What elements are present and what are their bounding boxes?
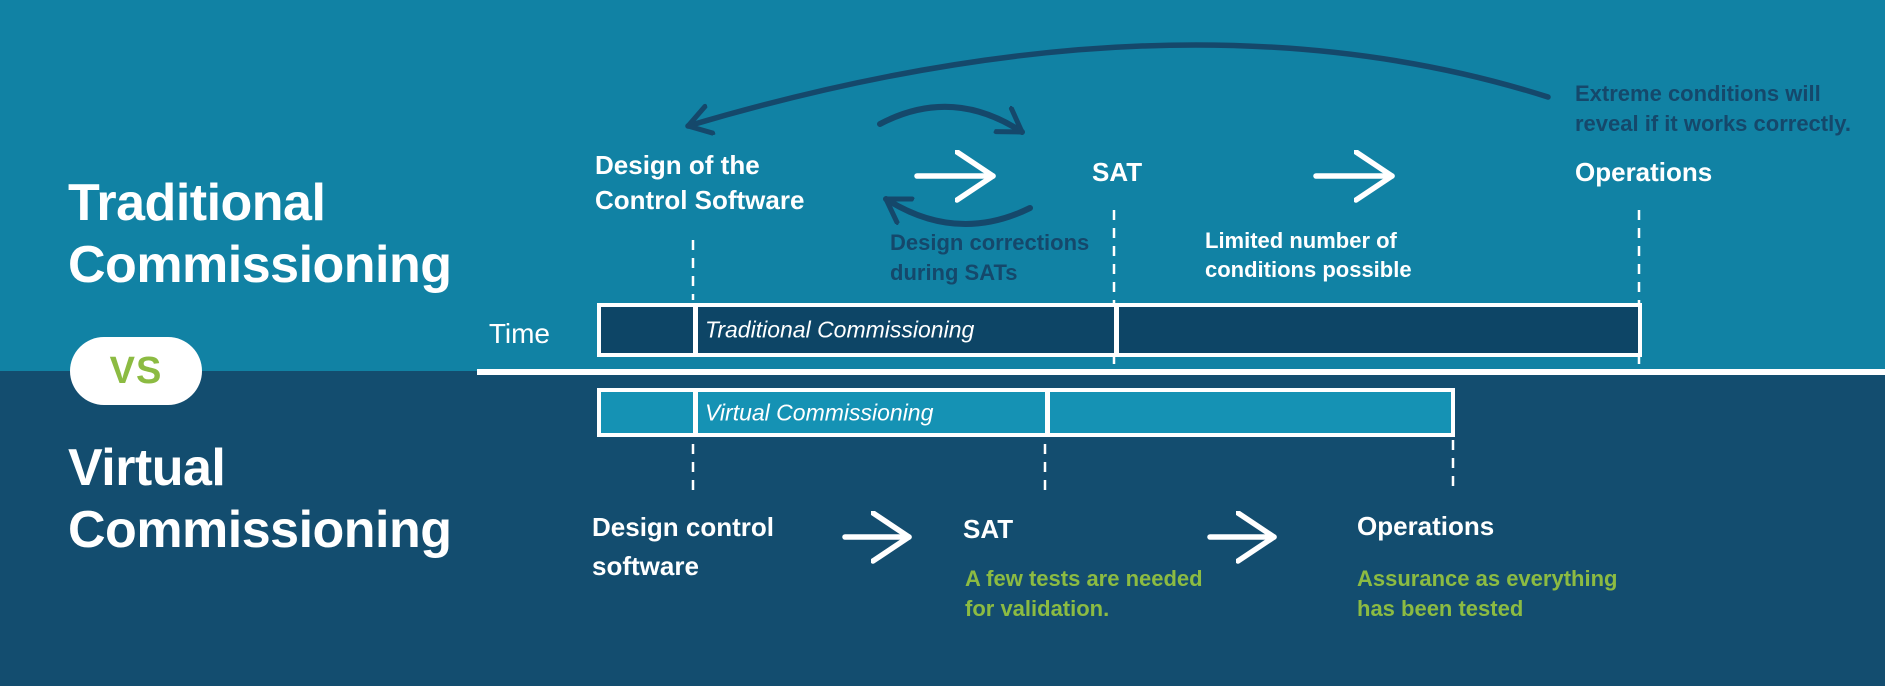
- stage-design-control-software-top: Design of the Control Software: [595, 148, 804, 218]
- stage-design-control-software-bottom: Design control software: [592, 508, 774, 586]
- virtual-bar-label: Virtual Commissioning: [705, 399, 934, 425]
- virtual-timeline-bar: Virtual Commissioning: [597, 388, 1455, 437]
- note-limited-line1: Limited number of: [1205, 228, 1397, 253]
- note-limited-conditions: Limited number of conditions possible: [1205, 226, 1412, 284]
- note-assurance-line2: has been tested: [1357, 596, 1524, 621]
- vs-badge: VS: [70, 337, 202, 405]
- note-assurance: Assurance as everything has been tested: [1357, 564, 1617, 624]
- traditional-bar-divider-sat: [1114, 307, 1119, 353]
- timeline-axis-line: [477, 369, 1885, 375]
- virtual-title-line2: Commissioning: [68, 501, 452, 559]
- note-few-tests-line1: A few tests are needed: [965, 566, 1203, 591]
- stage-design-top-line2: Control Software: [595, 185, 805, 215]
- dashed-connector-lines-bottom: [691, 440, 1455, 497]
- flow-arrows: [842, 176, 1395, 537]
- stage-operations-bottom: Operations: [1357, 511, 1495, 541]
- traditional-timeline-bar: Traditional Commissioning: [597, 303, 1642, 357]
- virtual-commissioning-title: Virtual Commissioning: [68, 437, 452, 561]
- virtual-bar-divider-design: [693, 392, 698, 433]
- note-extreme-conditions: Extreme conditions will reveal if it wor…: [1575, 79, 1851, 139]
- note-few-tests: A few tests are needed for validation.: [965, 564, 1203, 624]
- return-feedback-arrow-icon: [685, 42, 1551, 126]
- note-limited-line2: conditions possible: [1205, 257, 1412, 282]
- stage-operations-top: Operations: [1575, 157, 1713, 187]
- traditional-bar-divider-design: [693, 307, 698, 353]
- traditional-bar-label: Traditional Commissioning: [705, 316, 975, 343]
- note-loop-line2: during SATs: [890, 260, 1018, 285]
- vs-badge-label: VS: [109, 349, 163, 392]
- virtual-bar-divider-sat: [1045, 392, 1050, 433]
- stage-sat-bottom: SAT: [963, 514, 1014, 544]
- note-design-corrections: Design corrections during SATs: [890, 228, 1089, 288]
- traditional-commissioning-title: Traditional Commissioning: [68, 172, 452, 296]
- stage-design-top-line1: Design of the: [595, 150, 760, 180]
- stage-sat-top: SAT: [1092, 157, 1143, 187]
- traditional-title-line1: Traditional: [68, 174, 326, 232]
- note-extreme-line2: reveal if it works correctly.: [1575, 111, 1851, 136]
- stage-design-bottom-line1: Design control: [592, 512, 775, 542]
- note-few-tests-line2: for validation.: [965, 596, 1110, 621]
- stage-design-bottom-line2: software: [592, 551, 699, 581]
- note-assurance-line1: Assurance as everything: [1357, 566, 1618, 591]
- note-loop-line1: Design corrections: [890, 230, 1090, 255]
- note-extreme-line1: Extreme conditions will: [1575, 81, 1821, 106]
- virtual-title-line1: Virtual: [68, 439, 226, 497]
- traditional-title-line2: Commissioning: [68, 236, 452, 294]
- time-axis-label: Time: [488, 318, 550, 349]
- design-corrections-loop-icon: [877, 103, 1033, 227]
